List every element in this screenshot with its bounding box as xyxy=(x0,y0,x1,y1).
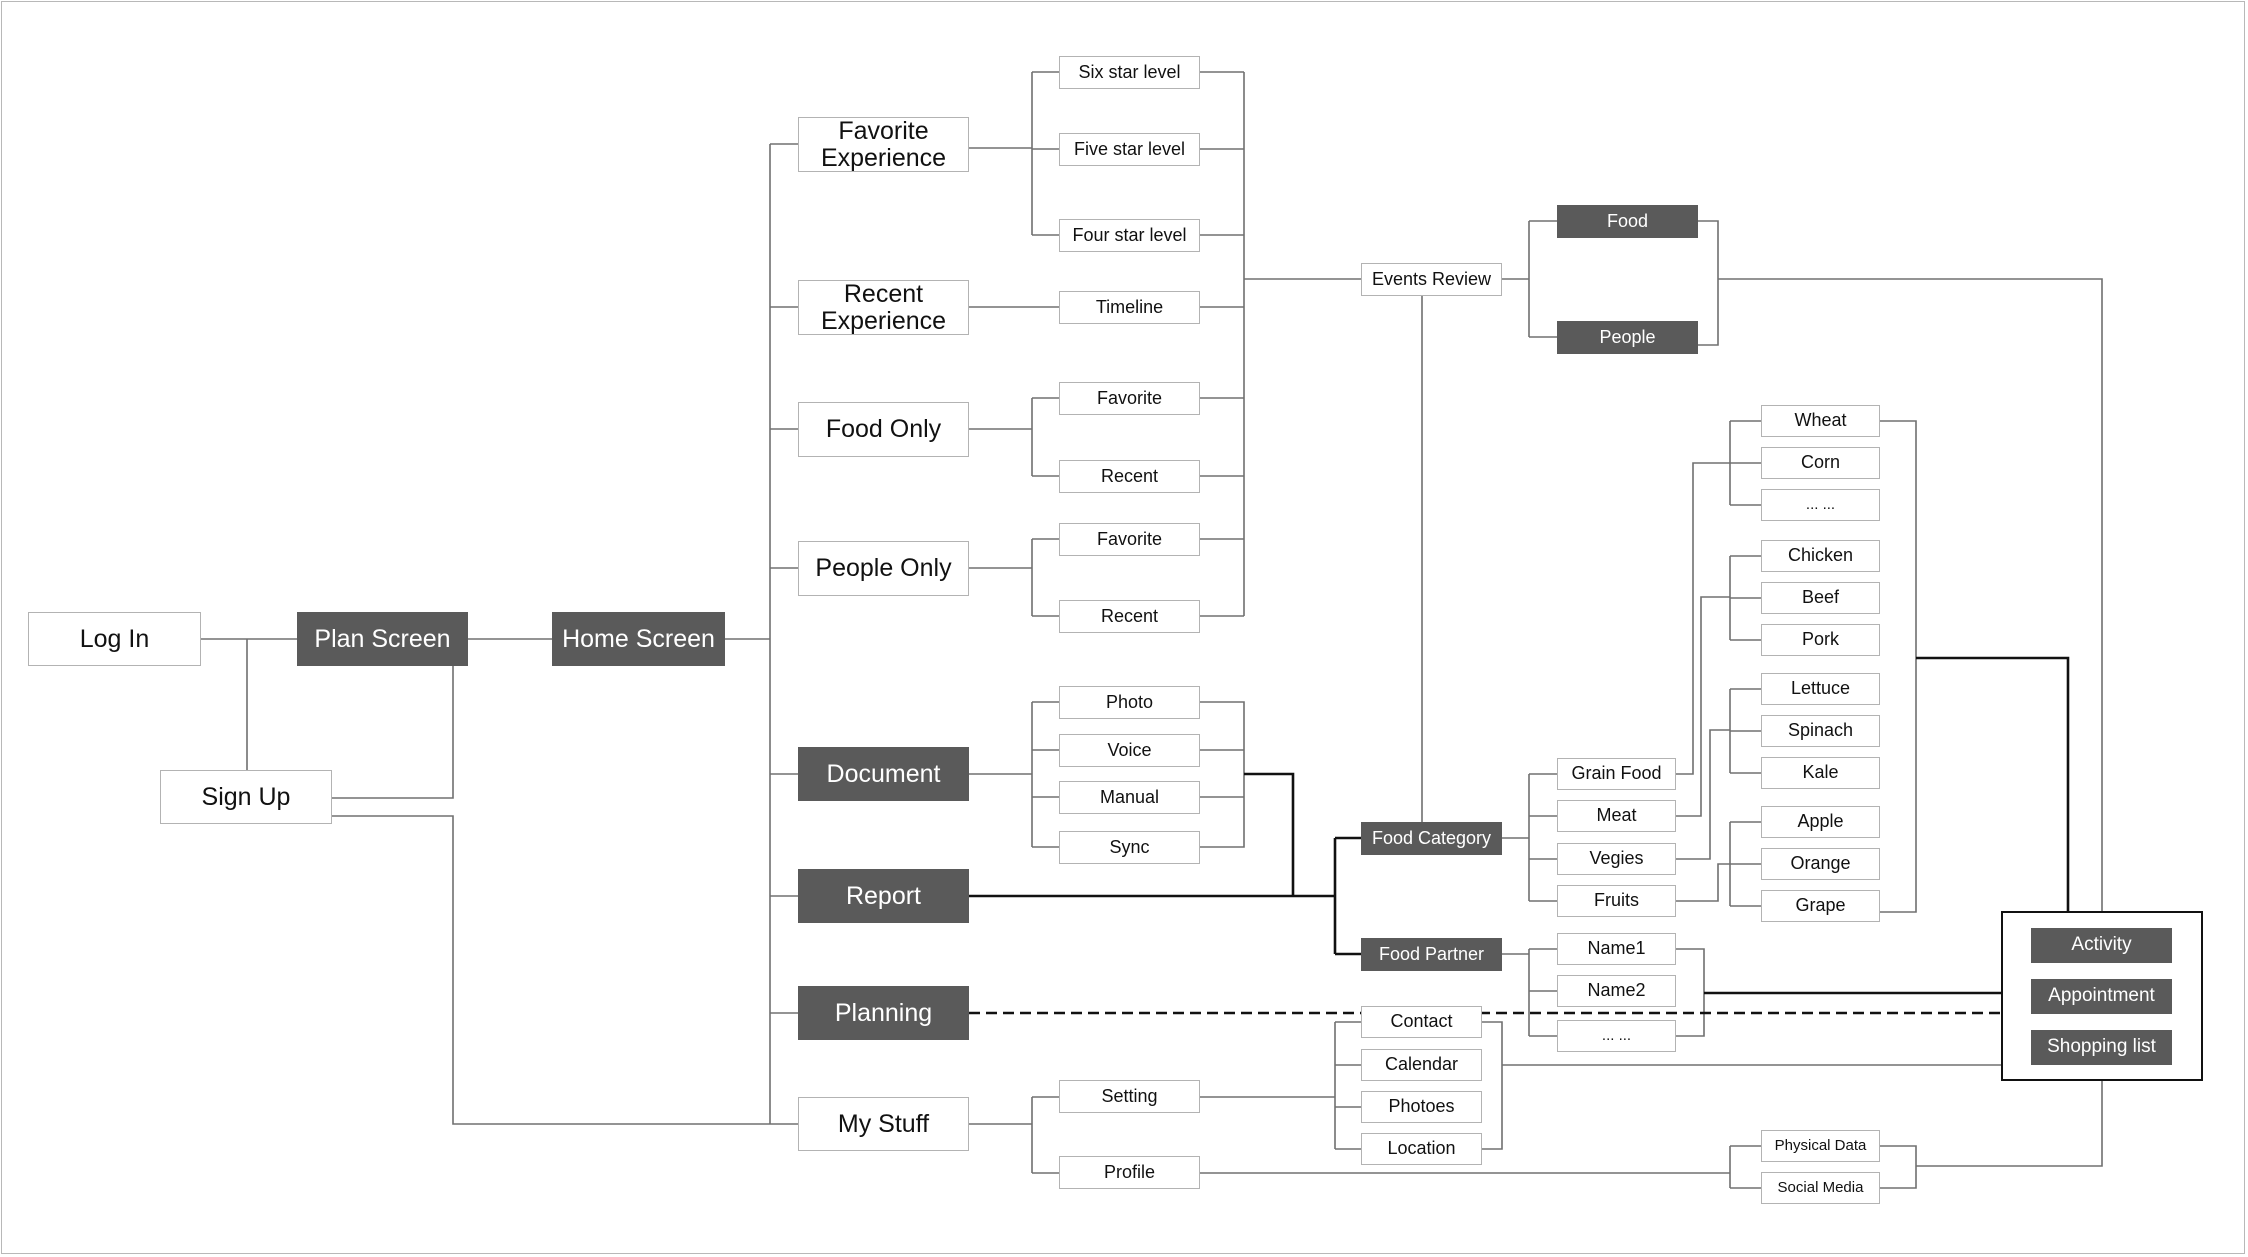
calendar-node: Calendar xyxy=(1361,1049,1482,1081)
people-only-node: People Only xyxy=(798,541,969,596)
timeline-node: Timeline xyxy=(1059,291,1200,324)
connector-items-right xyxy=(1880,420,1917,913)
people-node: People xyxy=(1557,321,1698,354)
connector-signup-mystuff xyxy=(332,815,798,1125)
recent-experience-node: Recent Experience xyxy=(798,280,969,335)
social-media-node: Social Media xyxy=(1761,1172,1880,1204)
connector-fruits-items xyxy=(1676,863,1730,902)
spinach-node: Spinach xyxy=(1761,715,1880,747)
grape-node: Grape xyxy=(1761,890,1880,922)
orange-node: Orange xyxy=(1761,848,1880,880)
connector-meat-items xyxy=(1676,596,1730,817)
food-node: Food xyxy=(1557,205,1698,238)
my-stuff-node: My Stuff xyxy=(798,1097,969,1151)
chicken-node: Chicken xyxy=(1761,540,1880,572)
kale-node: Kale xyxy=(1761,757,1880,789)
profile-node: Profile xyxy=(1059,1156,1200,1189)
manual-node: Manual xyxy=(1059,781,1200,814)
setting-node: Setting xyxy=(1059,1080,1200,1113)
grain-more-node: ... ... xyxy=(1761,489,1880,521)
favorite-experience-node: Favorite Experience xyxy=(798,117,969,172)
connector-data-legend xyxy=(1916,1081,2103,1167)
six-star-node: Six star level xyxy=(1059,56,1200,89)
events-review-node: Events Review xyxy=(1361,263,1502,296)
name2-node: Name2 xyxy=(1557,975,1676,1007)
wheat-node: Wheat xyxy=(1761,405,1880,437)
people-recent-node: Recent xyxy=(1059,600,1200,633)
connector-items-activity xyxy=(1916,656,2070,911)
activity-node: Activity xyxy=(2031,928,2172,963)
connector-document-report xyxy=(1244,772,1295,896)
corn-node: Corn xyxy=(1761,447,1880,479)
four-star-node: Four star level xyxy=(1059,219,1200,252)
food-category-node: Food Category xyxy=(1361,822,1502,855)
sync-node: Sync xyxy=(1059,831,1200,864)
food-partner-node: Food Partner xyxy=(1361,938,1502,971)
home-screen-node: Home Screen xyxy=(552,612,725,666)
connector-document-right xyxy=(1200,701,1245,848)
location-node: Location xyxy=(1361,1133,1482,1165)
document-node: Document xyxy=(798,747,969,801)
signup-node: Sign Up xyxy=(160,770,332,824)
people-favorite-node: Favorite xyxy=(1059,523,1200,556)
connector-contacts-right xyxy=(1482,1021,1503,1150)
meat-node: Meat xyxy=(1557,800,1676,832)
report-node: Report xyxy=(798,869,969,923)
grain-food-node: Grain Food xyxy=(1557,758,1676,790)
shopping-list-node: Shopping list xyxy=(2031,1030,2172,1065)
appointment-node: Appointment xyxy=(2031,979,2172,1014)
voice-node: Voice xyxy=(1059,734,1200,767)
photoes-node: Photoes xyxy=(1361,1091,1482,1123)
lettuce-node: Lettuce xyxy=(1761,673,1880,705)
food-favorite-node: Favorite xyxy=(1059,382,1200,415)
connector-plan-signup xyxy=(332,666,454,799)
physical-data-node: Physical Data xyxy=(1761,1130,1880,1162)
connector-foodpeople-right xyxy=(1698,220,1719,346)
vegies-node: Vegies xyxy=(1557,843,1676,875)
planning-node: Planning xyxy=(798,986,969,1040)
connector-vegies-items xyxy=(1676,729,1730,860)
photo-node: Photo xyxy=(1059,686,1200,719)
food-recent-node: Recent xyxy=(1059,460,1200,493)
beef-node: Beef xyxy=(1761,582,1880,614)
five-star-node: Five star level xyxy=(1059,133,1200,166)
pork-node: Pork xyxy=(1761,624,1880,656)
name-more-node: ... ... xyxy=(1557,1020,1676,1052)
apple-node: Apple xyxy=(1761,806,1880,838)
connector-events-activity xyxy=(1718,278,2103,911)
fruits-node: Fruits xyxy=(1557,885,1676,917)
connector-grain-items xyxy=(1676,462,1730,775)
connector-data-right xyxy=(1880,1145,1917,1189)
food-only-node: Food Only xyxy=(798,402,969,457)
name1-node: Name1 xyxy=(1557,933,1676,965)
login-node: Log In xyxy=(28,612,201,666)
contact-node: Contact xyxy=(1361,1006,1482,1038)
plan-screen-node: Plan Screen xyxy=(297,612,468,666)
connector-partner-right xyxy=(1676,948,1705,1037)
